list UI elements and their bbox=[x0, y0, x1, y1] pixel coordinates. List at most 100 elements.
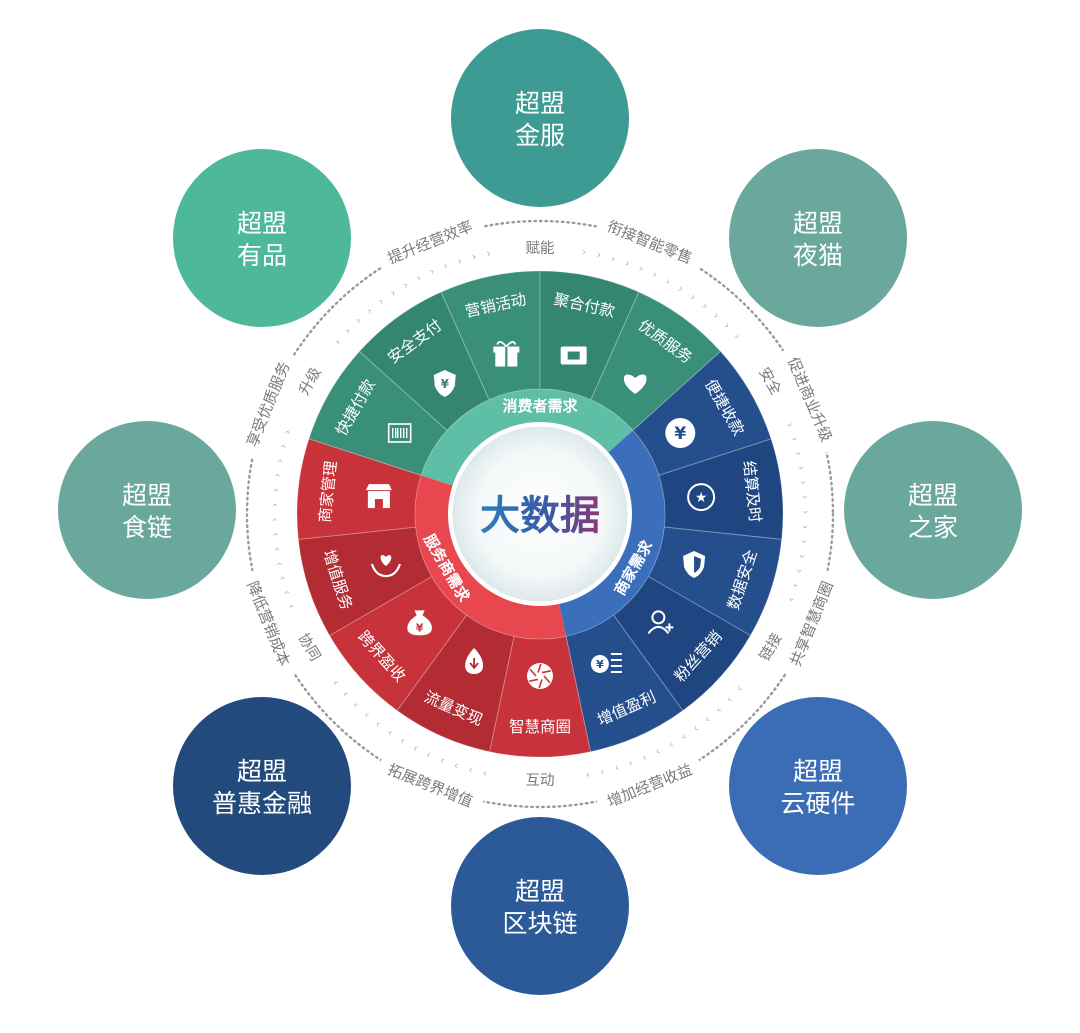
satellite-line2: 区块链 bbox=[502, 909, 577, 938]
flow-chevron: › bbox=[724, 694, 736, 706]
flow-chevron: › bbox=[595, 248, 602, 262]
flow-chevron: › bbox=[792, 450, 806, 457]
need-item-merchant-4: ¥增值盈利 bbox=[565, 614, 684, 753]
satellite-line2: 食链 bbox=[122, 513, 172, 542]
satellite-circle bbox=[451, 29, 629, 207]
phrase-backdrop bbox=[237, 349, 300, 460]
flow-chevron: › bbox=[789, 582, 803, 590]
flow-chevron: › bbox=[349, 699, 361, 711]
outer-phrase: 享受优质服务 bbox=[243, 359, 293, 449]
drop-down-icon bbox=[465, 647, 484, 674]
flow-chevron: › bbox=[372, 718, 383, 731]
phrase-backdrop bbox=[594, 754, 705, 817]
flow-chevron: › bbox=[427, 265, 436, 279]
phrase-backdrop bbox=[780, 568, 843, 679]
flow-chevron: › bbox=[329, 677, 342, 689]
flow-chevron: › bbox=[424, 748, 433, 762]
flow-chevron: › bbox=[702, 713, 714, 726]
flow-chevron: › bbox=[650, 268, 660, 282]
satellite-circle bbox=[729, 149, 907, 327]
flow-chevron: › bbox=[438, 754, 447, 768]
outer-phrase: 提升经营效率 bbox=[385, 217, 475, 267]
section-label: 消费者需求 bbox=[502, 397, 578, 415]
gift-icon bbox=[493, 341, 520, 367]
section-consumer: 快捷付款¥安全支付营销活动聚合付款优质服务消费者需求 bbox=[308, 270, 722, 486]
satellite-circle bbox=[844, 421, 1022, 599]
flow-chevron: › bbox=[653, 745, 663, 759]
need-item-consumer-3: 聚合付款 bbox=[539, 270, 640, 401]
flow-chevron: › bbox=[280, 588, 294, 596]
flow-chevron: › bbox=[339, 688, 352, 700]
flow-chevron: › bbox=[397, 734, 408, 747]
flow-chevron: › bbox=[273, 457, 287, 464]
flow-chevron: › bbox=[609, 252, 617, 266]
flow-chevron: › bbox=[441, 259, 450, 273]
outer-phrase: 衔接智能零售 bbox=[605, 217, 695, 267]
satellite-line2: 普惠金融 bbox=[212, 789, 312, 818]
phrase-backdrop bbox=[778, 344, 842, 455]
center-hub: 大数据 bbox=[449, 423, 631, 605]
flow-chevron: › bbox=[271, 472, 285, 478]
flow-chevron: › bbox=[481, 767, 488, 781]
svg-text:¥: ¥ bbox=[674, 424, 686, 444]
satellite-line2: 夜猫 bbox=[793, 241, 843, 270]
svg-text:★: ★ bbox=[695, 490, 708, 506]
center-circle bbox=[449, 423, 631, 605]
center-label: 大数据 bbox=[480, 493, 600, 539]
phrase-backdrop bbox=[237, 568, 300, 679]
flow-chevron: › bbox=[470, 250, 478, 264]
ring-verb: 链接 bbox=[756, 630, 785, 664]
ring-verb: 协同 bbox=[295, 630, 324, 664]
yen-coin-icon: ¥ bbox=[665, 418, 696, 448]
need-segment bbox=[612, 575, 752, 712]
flow-chevron: › bbox=[799, 524, 812, 529]
flow-chevron: › bbox=[784, 595, 798, 603]
flow-chevron: › bbox=[281, 428, 295, 436]
flow-chevron: › bbox=[581, 245, 588, 259]
flow-chevron: › bbox=[284, 602, 298, 611]
flow-chevron: › bbox=[637, 262, 646, 276]
flow-chevron: › bbox=[270, 546, 283, 552]
need-item-service-0: 智慧商圈 bbox=[488, 635, 592, 758]
flow-chevron: › bbox=[640, 751, 649, 765]
flow-chevron: › bbox=[361, 709, 373, 722]
flow-chevron: › bbox=[699, 299, 711, 312]
satellite-line2: 云硬件 bbox=[780, 789, 855, 818]
satellite-circle bbox=[729, 697, 907, 875]
flow-chevron: › bbox=[400, 278, 410, 291]
money-bag-icon: ¥ bbox=[407, 610, 432, 636]
flow-chevron: › bbox=[485, 247, 492, 261]
needs-wheel: 快捷付款¥安全支付营销活动聚合付款优质服务消费者需求¥便捷收款★结算及时数据安全… bbox=[296, 270, 784, 758]
need-item-service-2: ¥跨界盈收 bbox=[328, 575, 468, 712]
section-inner-band bbox=[421, 389, 633, 486]
flow-chevron: › bbox=[375, 295, 386, 308]
satellite-line1: 超盟 bbox=[793, 757, 843, 786]
phrase-backdrop bbox=[375, 211, 486, 274]
need-item-service-4: 商家管理 bbox=[296, 438, 422, 540]
heart-icon bbox=[623, 374, 647, 394]
outer-phrase: 促进商业升级 bbox=[784, 355, 836, 445]
satellite-line1: 超盟 bbox=[122, 481, 172, 510]
flow-chevron: › bbox=[268, 517, 281, 522]
flow-chevron: › bbox=[798, 495, 811, 500]
flow-chevron: › bbox=[342, 325, 354, 337]
satellite-line1: 超盟 bbox=[237, 757, 287, 786]
need-item-merchant-3: 粉丝营销 bbox=[612, 575, 752, 712]
flow-chevron: › bbox=[352, 314, 364, 326]
flow-chevron: › bbox=[733, 683, 746, 695]
satellite-line1: 超盟 bbox=[515, 89, 565, 118]
flow-chevron: › bbox=[783, 421, 797, 430]
satellite-circle bbox=[173, 149, 351, 327]
phrase-backdrop bbox=[375, 754, 486, 817]
flow-chevron: › bbox=[690, 722, 701, 735]
satellite-line2: 金服 bbox=[515, 121, 565, 150]
